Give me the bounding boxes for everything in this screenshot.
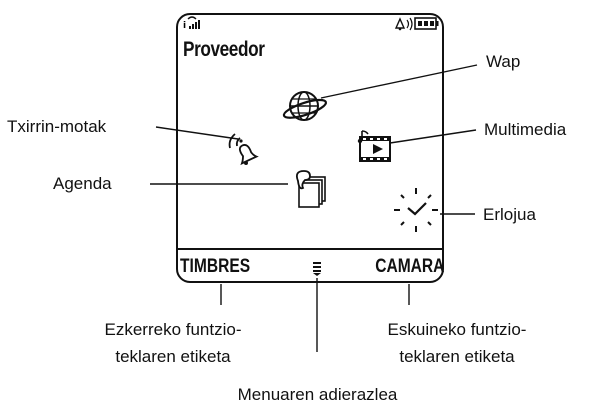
menu-indicator-icon[interactable] bbox=[313, 262, 321, 276]
left-soft-key-label[interactable]: TIMBRES bbox=[180, 256, 251, 277]
phonebook-callout: Agenda bbox=[53, 174, 112, 193]
clock-callout: Erlojua bbox=[483, 205, 536, 224]
clock-icon[interactable] bbox=[394, 188, 438, 232]
phonebook-icon[interactable] bbox=[295, 170, 326, 208]
right-soft-key-callout: Eskuineko funtzio- teklaren etiketa bbox=[352, 316, 562, 370]
battery-icon bbox=[414, 17, 439, 30]
left-soft-key-callout-line2: teklaren etiketa bbox=[115, 347, 231, 366]
callout-lines bbox=[150, 64, 478, 352]
soft-key-divider bbox=[178, 248, 442, 250]
globe-icon[interactable] bbox=[282, 91, 328, 121]
left-soft-key-callout: Ezkerreko funtzio- teklaren etiketa bbox=[68, 316, 278, 370]
screen-title: Proveedor bbox=[183, 38, 265, 61]
left-soft-key-callout-line1: Ezkerreko funtzio- bbox=[104, 320, 242, 339]
multimedia-film-icon[interactable] bbox=[357, 130, 391, 162]
ring-styles-callout: Txirrin-motak bbox=[7, 117, 107, 136]
ring-bell-icon[interactable] bbox=[228, 133, 259, 166]
menu-indicator-callout: Menuaren adierazlea bbox=[237, 385, 398, 404]
signal-strength-icon: i bbox=[183, 16, 200, 31]
phone-screen bbox=[176, 13, 444, 283]
right-soft-key-label[interactable]: CAMARA bbox=[374, 256, 444, 277]
ringer-alert-icon bbox=[394, 17, 413, 31]
right-soft-key-callout-line2: teklaren etiketa bbox=[399, 347, 515, 366]
svg-text:i: i bbox=[183, 21, 186, 31]
multimedia-callout: Multimedia bbox=[484, 120, 567, 139]
right-soft-key-callout-line1: Eskuineko funtzio- bbox=[387, 320, 527, 339]
wap-callout: Wap bbox=[486, 52, 521, 71]
